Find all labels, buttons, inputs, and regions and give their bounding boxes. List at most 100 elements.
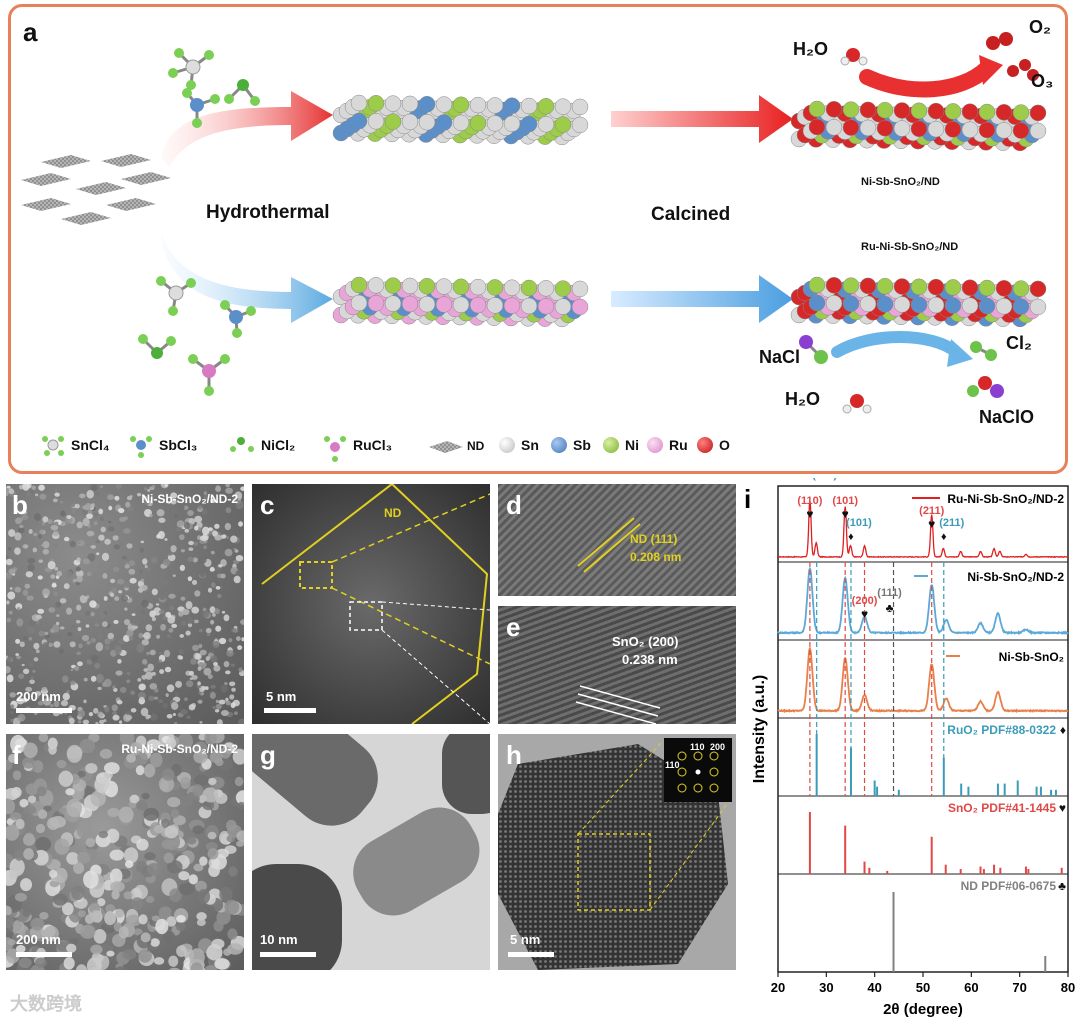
reference-label: SnO₂ PDF#41-1445: [948, 801, 1056, 815]
panel-letter-g: g: [260, 740, 276, 770]
panel-a: a: [8, 4, 1068, 474]
panel-g-tem: g 10 nm: [252, 734, 490, 970]
scale-bar: [508, 952, 554, 957]
peak-label: (110): [797, 495, 822, 507]
series-line: [778, 501, 1068, 559]
label-calcined: Calcined: [651, 204, 731, 225]
series-line: [777, 646, 1069, 714]
legend-sbcl3: SbCl₃: [159, 437, 198, 453]
scale-bar-label: 5 nm: [266, 689, 297, 704]
label-o3: O₃: [1031, 71, 1054, 91]
heart-marker: ♥: [842, 507, 849, 521]
diamond-marker: ♦: [814, 478, 820, 481]
x-tick-label: 40: [867, 980, 881, 995]
peak-label: (101): [846, 517, 872, 529]
nd-sheets: [21, 154, 171, 225]
panel-f-sem: f Ru-Ni-Sb-SnO₂/ND-2 200 nm: [6, 734, 244, 970]
product-molecules-bottom: [799, 331, 1004, 414]
x-tick-label: 70: [1012, 980, 1026, 995]
label-product-bottom: Ru-Ni-Sb-SnO₂/ND: [861, 241, 959, 253]
label-product-top: Ni-Sb-SnO₂/ND: [861, 176, 940, 188]
legend-ru: Ru: [647, 437, 688, 453]
legend-label: Ru-Ni-Sb-SnO₂/ND-2: [947, 492, 1064, 506]
reference-symbol: ♦: [1060, 723, 1066, 737]
panel-b-sem: b Ni-Sb-SnO₂/ND-2 200 nm: [6, 484, 244, 724]
legend-label: Ni-Sb-SnO₂: [999, 650, 1064, 664]
arrow-calcined-bottom: [611, 275, 793, 323]
panel-d-hrtem: d ND (111) 0.208 nm: [498, 484, 736, 596]
label-h2o-bottom: H₂O: [785, 389, 820, 409]
x-tick-label: 20: [771, 980, 785, 995]
label-naclo: NaClO: [979, 407, 1035, 427]
panel-e-plane: SnO₂ (200): [612, 634, 679, 649]
diamond-marker: ♦: [848, 531, 854, 543]
peak-label: (211): [939, 517, 964, 529]
panel-letter-i: i: [744, 484, 751, 514]
molecules-top: [168, 48, 260, 128]
peak-label: (110): [812, 478, 837, 481]
scale-bar: [16, 952, 72, 957]
panel-letter-b: b: [12, 490, 28, 520]
panel-letter-f: f: [12, 740, 21, 770]
label-hydrothermal: Hydrothermal: [206, 202, 330, 223]
x-tick-label: 50: [916, 980, 930, 995]
peak-label: (101): [832, 495, 858, 507]
panel-e-spacing: 0.238 nm: [622, 652, 678, 667]
arrow-calcined-top: [611, 95, 793, 143]
heart-marker: ♥: [806, 507, 813, 521]
legend-nd: ND: [467, 439, 485, 453]
heart-marker: ♥: [928, 517, 935, 531]
watermark: 大数跨境: [10, 994, 82, 1014]
scale-bar-label: 10 nm: [260, 932, 298, 947]
fft-label-200: 200: [710, 742, 726, 752]
x-tick-label: 80: [1061, 980, 1075, 995]
reference-symbol: ♥: [1059, 801, 1066, 815]
product-molecules-top: [840, 32, 1039, 98]
peak-label: (211): [919, 505, 944, 517]
x-tick-label: 30: [819, 980, 833, 995]
peak-label: (111): [877, 587, 902, 599]
diamond-marker: ♦: [941, 531, 947, 543]
synthesis-scheme: [21, 32, 1047, 462]
panel-letter-h: h: [506, 740, 522, 770]
peak-label: (200): [852, 595, 878, 607]
y-axis-label: Intensity (a.u.): [751, 675, 768, 783]
scale-bar-label: 5 nm: [510, 932, 541, 947]
reference-label: RuO₂ PDF#88-0322: [947, 723, 1056, 737]
panel-letter-a: a: [23, 17, 38, 47]
legend-o: O: [697, 437, 730, 453]
legend-ni: Ni: [603, 437, 639, 453]
arrow-hydrothermal-bottom: [161, 232, 333, 323]
label-cl2: Cl₂: [1006, 333, 1032, 353]
layered-slabs: [332, 94, 1047, 328]
panel-h-hrtem: h 110 200 110 5 nm: [498, 734, 736, 970]
reference-label: ND PDF#06-0675: [961, 879, 1057, 893]
legend-label: Ni-Sb-SnO₂/ND-2: [967, 570, 1064, 584]
label-o2: O₂: [1029, 17, 1051, 37]
legend-icons: [42, 436, 463, 462]
panel-c-nd-label: ND: [384, 506, 402, 520]
panel-f-label: Ru-Ni-Sb-SnO₂/ND-2: [121, 742, 238, 756]
club-marker: ♣: [886, 601, 894, 615]
arrow-hydrothermal-top: [161, 91, 333, 167]
label-nacl: NaCl: [759, 347, 801, 367]
legend-sn: Sn: [499, 437, 539, 453]
scale-bar-label: 200 nm: [16, 932, 61, 947]
legend-sncl4: SnCl₄: [71, 437, 110, 453]
panel-letter-d: d: [506, 490, 522, 520]
series-line: [777, 566, 1069, 636]
scale-bar-label: 200 nm: [16, 689, 61, 704]
legend-nicl2: NiCl₂: [261, 437, 296, 453]
panel-letter-e: e: [506, 612, 521, 642]
panel-letter-c: c: [260, 490, 275, 520]
molecules-bottom: [138, 276, 256, 396]
heart-marker: ♥: [861, 607, 868, 621]
legend-sb: Sb: [551, 437, 591, 453]
scale-bar: [16, 708, 72, 713]
scale-bar: [260, 952, 316, 957]
reference-symbol: ♣: [1058, 879, 1066, 893]
panel-c-tem: c ND 5 nm: [252, 484, 490, 724]
fft-label-110b: 110: [665, 760, 680, 770]
panel-d-plane: ND (111): [630, 532, 678, 546]
